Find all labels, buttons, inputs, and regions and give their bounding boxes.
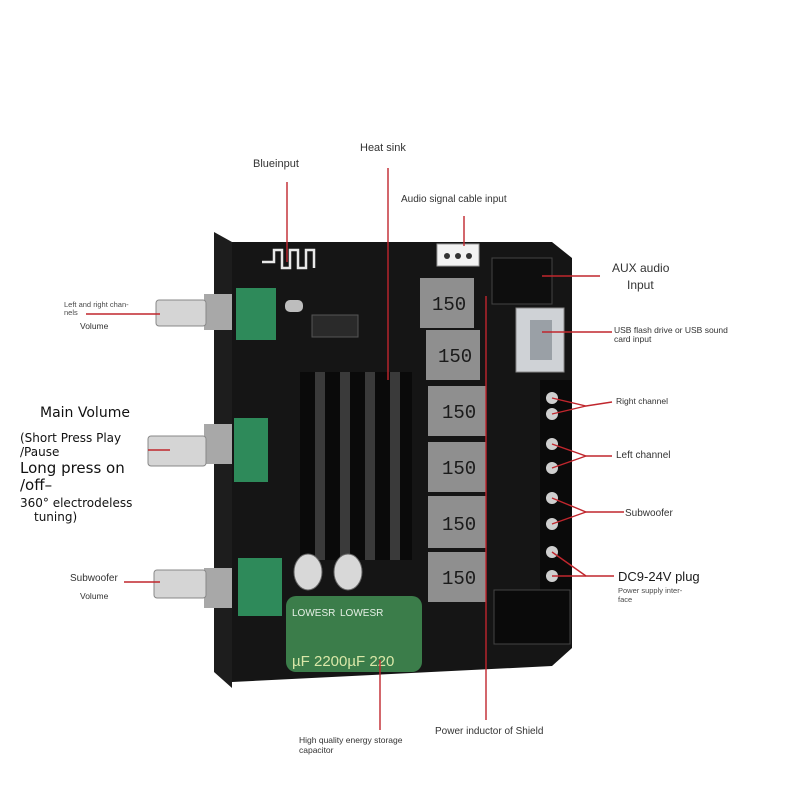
main-volume-title: Main Volume <box>40 405 130 421</box>
aux-jack <box>491 257 553 305</box>
usb-input-label-line2: card input <box>614 334 652 344</box>
svg-text:LOWESR: LOWESR <box>340 608 383 619</box>
bluetooth-antenna <box>262 248 316 270</box>
main-volume-line5: 360° electrodeless <box>20 496 133 510</box>
main-volume-line2: /Pause <box>20 445 60 459</box>
aux-audio-label-line1: AUX audio <box>612 261 670 275</box>
capacitor-label-line2: capacitor <box>299 745 334 755</box>
power-inductor-label: Power inductor of Shield <box>435 726 544 737</box>
lr-volume-label-line3: Volume <box>80 321 109 331</box>
svg-text:150: 150 <box>438 346 472 368</box>
capacitor-label-line1: High quality energy storage <box>299 735 403 745</box>
callout-lines <box>86 168 624 730</box>
svg-text:150: 150 <box>442 514 476 536</box>
svg-text:150: 150 <box>432 294 466 316</box>
right-channel-label: Right channel <box>616 396 668 406</box>
sub-volume-label-line2: Volume <box>80 591 109 601</box>
speaker-terminals <box>540 380 572 590</box>
crystal <box>285 300 303 312</box>
svg-text:150: 150 <box>442 402 476 424</box>
energy-storage-capacitor: LOWESR LOWESR µF 2200µF 220 <box>286 596 422 672</box>
power-inductors: 150 150 150 150 150 150 <box>420 278 486 602</box>
dc-jack <box>493 589 571 645</box>
sub-volume-label-line1: Subwoofer <box>70 573 118 584</box>
svg-text:150: 150 <box>442 458 476 480</box>
audio-signal-input-label: Audio signal cable input <box>401 194 507 205</box>
svg-text:LOWESR: LOWESR <box>292 608 335 619</box>
aux-audio-label-line2: Input <box>627 278 654 292</box>
heat-sink-label: Heat sink <box>360 142 406 154</box>
lr-volume-label-line2: nels <box>64 308 78 317</box>
power-interface-label-line1: Power supply inter- <box>618 586 683 595</box>
main-volume-line3: Long press on <box>20 459 125 477</box>
left-channel-label: Left channel <box>616 450 671 461</box>
usb-input-label-line1: USB flash drive or USB sound <box>614 325 728 335</box>
lr-volume-label-line1: Left and right chan- <box>64 300 129 309</box>
svg-text:µF 2200µF 220: µF 2200µF 220 <box>292 653 394 670</box>
heat-sink <box>300 372 412 560</box>
main-volume-line6: tuning) <box>34 510 78 524</box>
main-volume-line4: /off– <box>20 476 53 494</box>
dc-plug-label: DC9-24V plug <box>618 569 700 584</box>
potentiometers <box>204 288 282 616</box>
bluetooth-input-label: Blueinput <box>253 158 299 170</box>
svg-text:150: 150 <box>442 568 476 590</box>
subwoofer-output-label: Subwoofer <box>625 508 673 519</box>
power-interface-label-line2: face <box>618 595 633 604</box>
knobs <box>147 299 207 599</box>
main-volume-line1: (Short Press Play <box>20 431 122 445</box>
bt-chip <box>311 314 359 338</box>
